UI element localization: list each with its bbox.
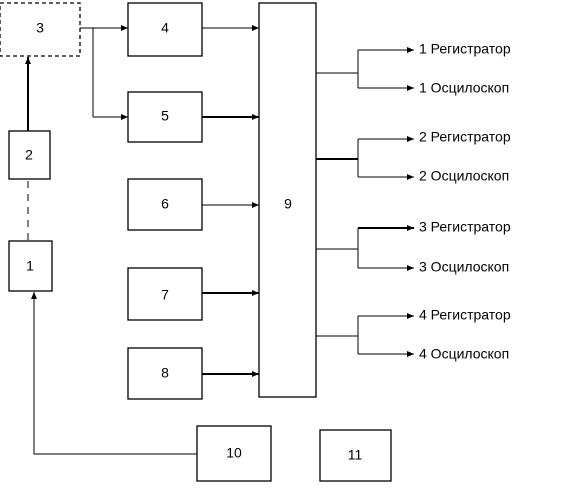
block-1-label: 1 <box>26 258 34 274</box>
block-2: 2 <box>8 130 51 180</box>
block-11-label: 11 <box>348 447 363 463</box>
oscilloscope-2-label: 2 Осцилоскоп <box>419 168 509 184</box>
block-8-label: 8 <box>161 365 169 381</box>
block-3: 3 <box>0 2 81 57</box>
oscilloscope-4-label: 4 Осцилоскоп <box>419 346 509 362</box>
block-3-label: 3 <box>36 20 44 36</box>
block-11: 11 <box>319 429 392 482</box>
oscilloscope-3-label: 3 Осцилоскоп <box>419 259 509 275</box>
block-10: 10 <box>196 425 272 482</box>
block-8: 8 <box>127 347 203 400</box>
registrar-4-label: 4 Регистратор <box>419 307 511 323</box>
connections <box>25 25 414 455</box>
registrar-2-label: 2 Регистратор <box>419 129 511 145</box>
block-10-label: 10 <box>226 445 242 461</box>
block-2-label: 2 <box>25 147 33 163</box>
block-5-label: 5 <box>161 108 169 124</box>
block-1: 1 <box>8 240 53 292</box>
block-4-label: 4 <box>161 20 169 36</box>
block-9-label: 9 <box>284 196 292 212</box>
block-6-label: 6 <box>161 196 169 212</box>
registrar-1-label: 1 Регистратор <box>419 41 511 57</box>
block-5: 5 <box>127 91 203 143</box>
link-10-1 <box>31 292 197 455</box>
output-labels: 1 Регистратор 1 Осцилоскоп 2 Регистратор… <box>419 41 511 362</box>
block-7-label: 7 <box>161 287 169 303</box>
oscilloscope-1-label: 1 Осцилоскоп <box>419 80 509 96</box>
block-9: 9 <box>258 2 317 398</box>
block-6: 6 <box>127 178 203 231</box>
block-4: 4 <box>127 2 203 57</box>
block-7: 7 <box>127 267 203 321</box>
registrar-3-label: 3 Регистратор <box>419 219 511 235</box>
